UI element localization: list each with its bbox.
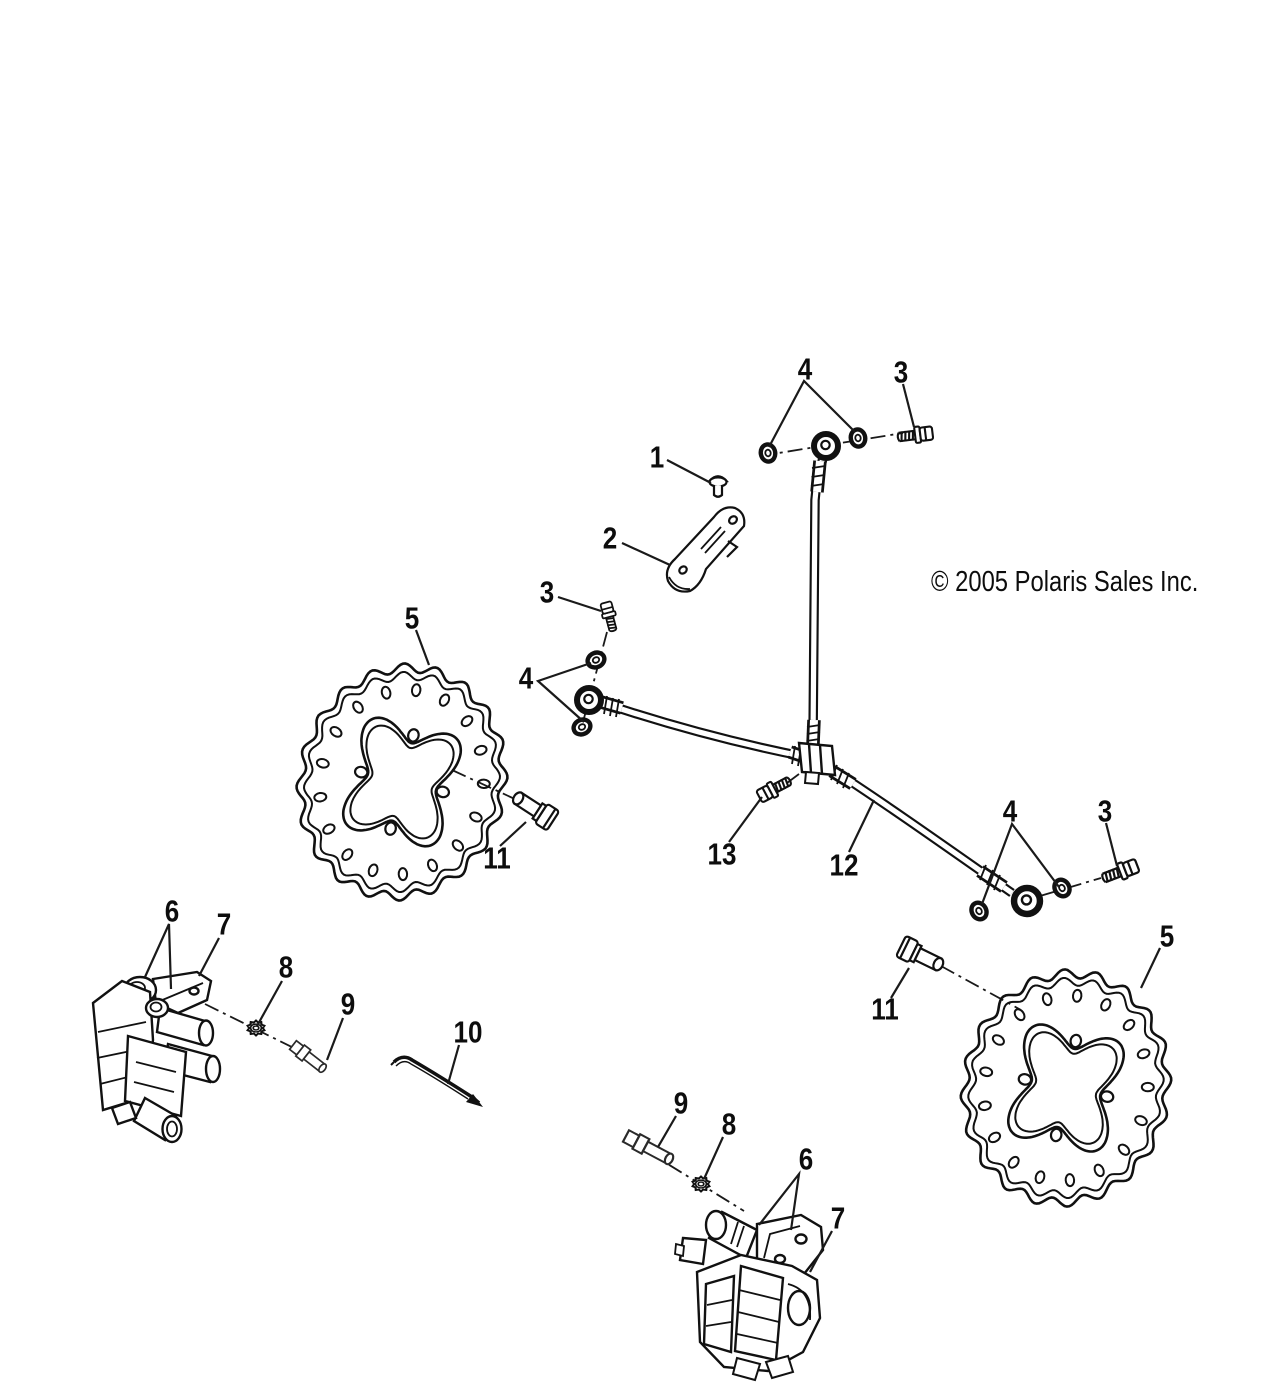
- callout-13: 13: [707, 836, 737, 872]
- leader-line: [446, 1044, 461, 1085]
- callout-12: 12: [829, 847, 859, 883]
- callout-5-left: 5: [404, 600, 420, 636]
- leader-line: [414, 629, 431, 666]
- callout-4-right: 4: [1002, 793, 1018, 829]
- centerline: [204, 1003, 323, 1063]
- disc-bolt-group: [507, 785, 949, 978]
- callout-3-top: 3: [893, 354, 909, 390]
- leader-line: [809, 1230, 833, 1273]
- leader-line: [256, 980, 283, 1027]
- leader-line: [758, 1170, 801, 1231]
- leader-line: [325, 1017, 345, 1061]
- callout-5-right: 5: [1159, 918, 1175, 954]
- leader-line: [198, 937, 220, 977]
- washer-group: [571, 428, 1072, 922]
- centerline-group: [204, 432, 1102, 1212]
- disc-left: [295, 662, 509, 902]
- washer: [849, 428, 866, 447]
- callout-9-right: 9: [673, 1085, 689, 1121]
- callout-3-right: 3: [1097, 793, 1113, 829]
- leader-line: [728, 796, 763, 843]
- leader-line: [657, 1115, 677, 1148]
- leader-line: [499, 821, 527, 847]
- brake-caliper-right: [674, 1209, 825, 1382]
- leader-line-group: [143, 379, 1161, 1273]
- leader-line: [901, 383, 916, 428]
- banjo-fitting-right: [1014, 888, 1040, 914]
- bracket: [665, 506, 746, 593]
- callout-1: 1: [649, 439, 665, 475]
- leader-line: [980, 821, 1060, 905]
- banjo-bolt-right: [1098, 856, 1142, 888]
- centerline: [759, 432, 904, 457]
- brake-caliper-left: [91, 970, 222, 1144]
- callout-6-left: 6: [164, 893, 180, 929]
- leader-line: [1140, 947, 1161, 989]
- flange-nut-right: [691, 1175, 711, 1193]
- washer: [759, 443, 776, 462]
- callout-7-left: 7: [216, 906, 232, 942]
- callout-10: 10: [453, 1014, 483, 1050]
- callout-4-mid: 4: [518, 660, 534, 696]
- pad-pin: [390, 1055, 483, 1107]
- leader-line: [768, 379, 856, 448]
- fitting-9-right: [621, 1127, 678, 1169]
- disc-bolt-left: [507, 785, 561, 832]
- washer: [968, 900, 989, 922]
- leader-line: [557, 595, 602, 613]
- fitting-9-left: [287, 1038, 330, 1077]
- copyright-text: © 2005 Polaris Sales Inc.: [931, 566, 1199, 598]
- leader-line: [1104, 822, 1119, 867]
- banjo-fitting-top: [814, 434, 838, 458]
- brake-hose-assembly: [577, 434, 1040, 914]
- leader-line: [621, 542, 671, 566]
- callout-4-top: 4: [797, 351, 813, 387]
- callout-8-right: 8: [721, 1106, 737, 1142]
- banjo-bolt-top: [895, 423, 935, 447]
- fitting-group: [287, 1038, 678, 1169]
- banjo-bolt-mid: [598, 599, 621, 634]
- callout-3-mid: 3: [539, 574, 555, 610]
- disc-right: [959, 968, 1173, 1208]
- callout-7-right: 7: [830, 1200, 846, 1236]
- disc-bolt-right: [894, 934, 949, 978]
- leader-line: [143, 923, 173, 990]
- callout-8-left: 8: [278, 949, 294, 985]
- callout-6-right: 6: [798, 1141, 814, 1177]
- callout-9-left: 9: [340, 986, 356, 1022]
- callout-2: 2: [602, 520, 618, 556]
- callout-11-left: 11: [483, 840, 511, 876]
- leader-line: [535, 661, 592, 723]
- screw: [707, 475, 729, 498]
- leader-line: [890, 967, 910, 999]
- bolt-group: [598, 423, 1142, 888]
- banjo-fitting-left: [577, 688, 601, 712]
- leader-line: [666, 459, 712, 484]
- leader-line: [702, 1136, 725, 1180]
- washer: [585, 650, 607, 670]
- flange-nut-left: [246, 1019, 266, 1037]
- callout-11-right: 11: [871, 991, 899, 1027]
- centerline: [451, 769, 518, 801]
- leader-line: [848, 799, 875, 853]
- tee-fitting: [797, 741, 837, 786]
